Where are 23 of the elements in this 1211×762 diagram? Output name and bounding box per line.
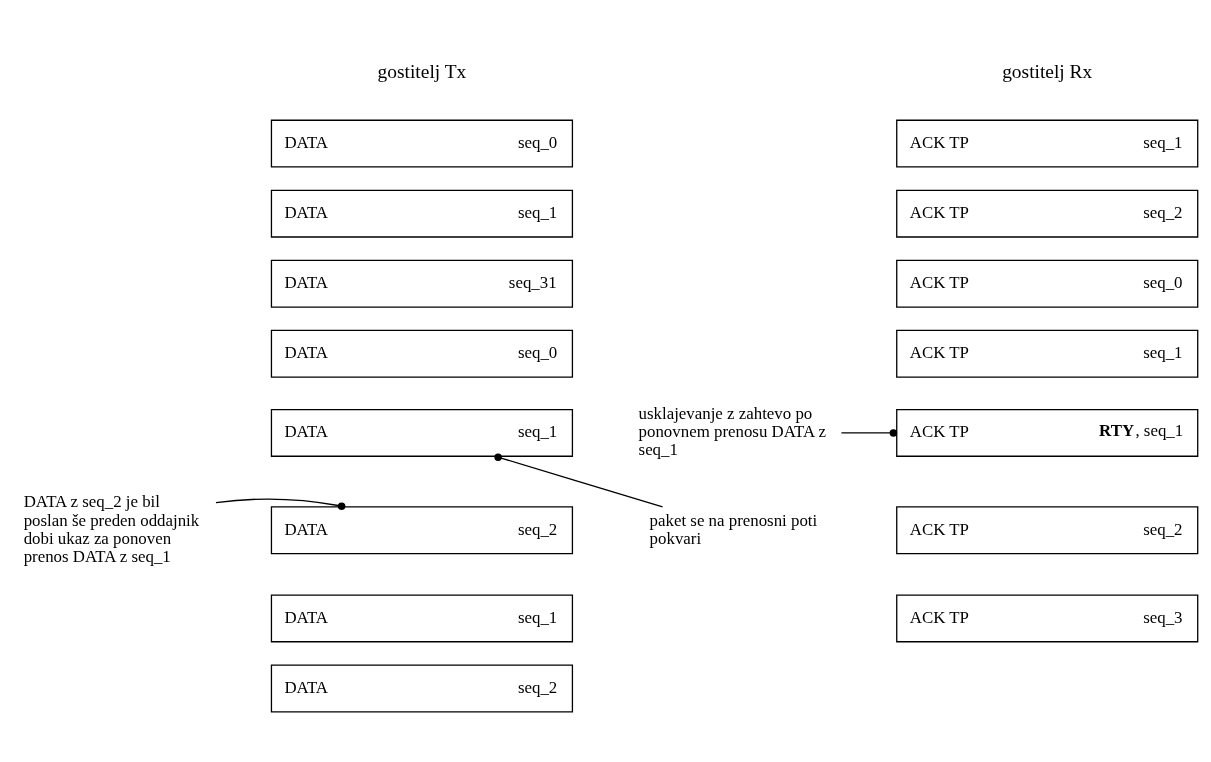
node-box: DATA seq_1 — [270, 594, 574, 643]
node-box: DATA seq_0 — [270, 329, 574, 378]
connector — [215, 498, 346, 510]
node-box: DATA seq_1 — [270, 189, 574, 238]
node-box: ACK TP seq_2 — [896, 189, 1199, 238]
node-box: DATA seq_0 — [270, 119, 574, 168]
node-box: ACK TP seq_1 — [896, 329, 1199, 378]
node-box: ACK TP seq_1 — [896, 119, 1199, 168]
label: gostitelj Tx — [377, 61, 467, 83]
node-box: DATA seq_31 — [270, 259, 574, 308]
node-text: paket se na prenosni poti pokvari — [649, 510, 818, 548]
node-box: ACK TP RTY, seq_1 — [896, 408, 1199, 457]
label: gostitelj Rx — [1002, 61, 1093, 83]
node-box: DATA seq_2 — [270, 664, 574, 713]
node-box: ACK TP seq_3 — [896, 594, 1199, 643]
node-box: ACK TP seq_0 — [896, 259, 1199, 308]
node-box: ACK TP seq_2 — [896, 506, 1199, 555]
connector — [494, 453, 664, 508]
connector — [840, 429, 898, 437]
node-box: DATA seq_2 — [270, 506, 574, 555]
node-text: usklajevanje z zahtevo po ponovnem prenosu DATA z seq_1 — [638, 404, 826, 460]
node-box: DATA seq_1 — [270, 408, 574, 457]
node-text: DATA z seq_2 je bil poslan še preden oddajnik dobi ukaz za ponoven prenos DATA z seq_1 — [23, 492, 200, 566]
